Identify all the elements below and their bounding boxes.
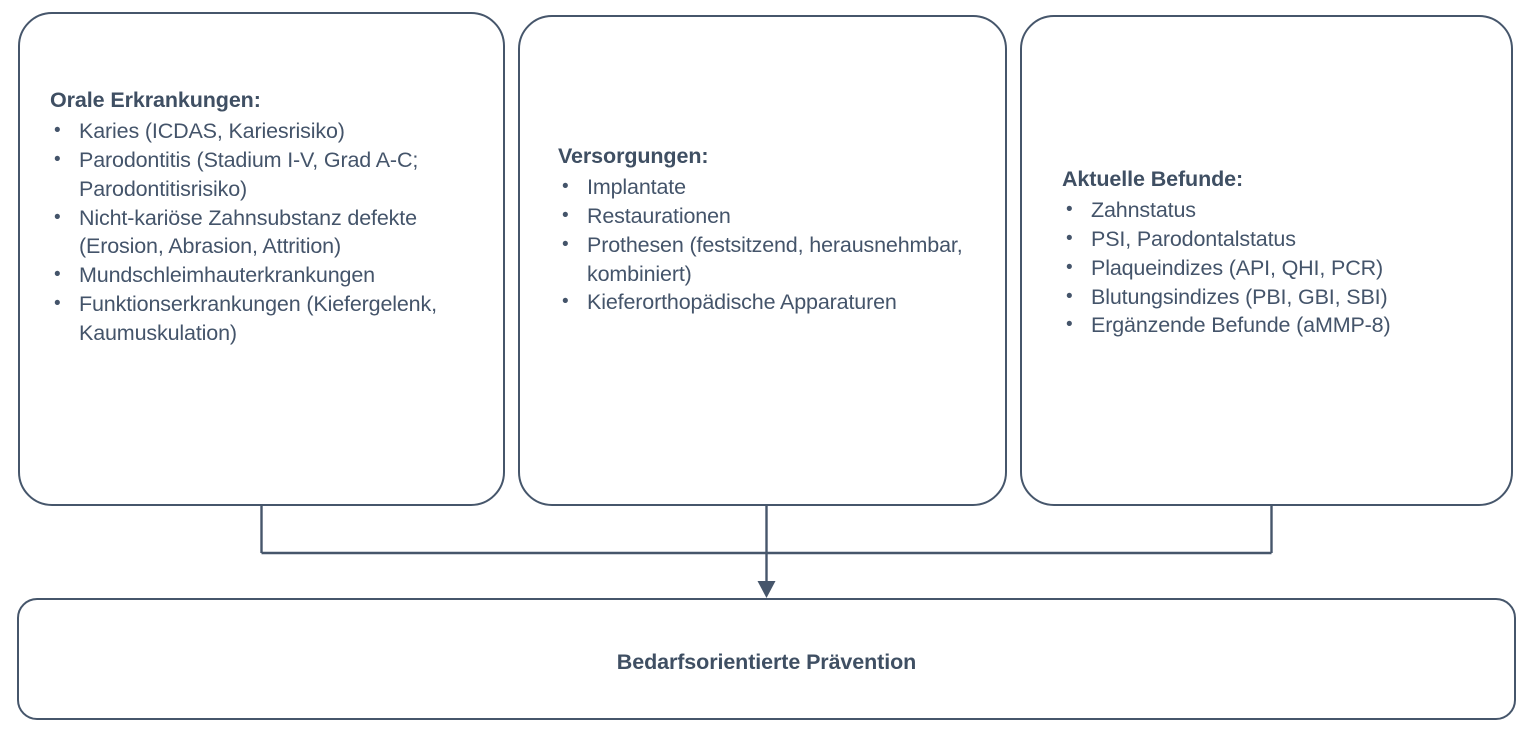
- bullet-icon: •: [54, 119, 61, 141]
- bullet-icon: •: [1066, 285, 1073, 307]
- list-item: • Ergänzende Befunde (aMMP-8): [1062, 311, 1497, 340]
- bullet-list-restorations: • Implantate • Restaurationen • Prothese…: [558, 173, 991, 318]
- list-item-label: Nicht-kariöse Zahnsubstanz defekte (Eros…: [79, 205, 417, 259]
- list-item: • Mundschleimhauterkrankungen: [50, 261, 491, 290]
- node-oral-diseases[interactable]: Orale Erkrankungen: • Karies (ICDAS, Kar…: [18, 12, 505, 506]
- list-item-label: PSI, Parodontalstatus: [1091, 226, 1296, 251]
- arrow-head-icon: [757, 581, 776, 598]
- list-item: • Plaqueindizes (API, QHI, PCR): [1062, 254, 1497, 283]
- list-item: • PSI, Parodontalstatus: [1062, 225, 1497, 254]
- list-item: • Funktionserkrankungen (Kiefergelenk, K…: [50, 290, 491, 348]
- bullet-list-current-findings: • Zahnstatus • PSI, Parodontalstatus • P…: [1062, 196, 1497, 341]
- list-item-label: Mundschleimhauterkrankungen: [79, 263, 375, 288]
- node-heading-oral-diseases: Orale Erkrankungen:: [50, 88, 261, 112]
- list-item-label: Ergänzende Befunde (aMMP-8): [1091, 313, 1391, 338]
- list-item: • Parodontitis (Stadium I-V, Grad A-C; P…: [50, 146, 491, 204]
- list-item-label: Parodontitis (Stadium I-V, Grad A-C; Par…: [79, 147, 419, 201]
- bullet-icon: •: [1066, 314, 1073, 336]
- node-heading-restorations: Versorgungen:: [558, 144, 709, 168]
- node-content: Versorgungen: • Implantate • Restauratio…: [520, 142, 1005, 317]
- bullet-icon: •: [54, 264, 61, 286]
- list-item-label: Funktionserkrankungen (Kiefergelenk, Kau…: [79, 292, 437, 346]
- bullet-icon: •: [1066, 227, 1073, 249]
- node-current-findings[interactable]: Aktuelle Befunde: • Zahnstatus • PSI, Pa…: [1020, 15, 1513, 506]
- list-item-label: Kieferorthopädische Apparaturen: [587, 290, 897, 315]
- list-item-label: Karies (ICDAS, Kariesrisiko): [79, 118, 345, 143]
- bullet-icon: •: [1066, 198, 1073, 220]
- list-item-label: Restaurationen: [587, 203, 731, 228]
- bullet-icon: •: [562, 233, 569, 255]
- list-item: • Kieferorthopädische Apparaturen: [558, 288, 991, 317]
- list-item-label: Prothesen (festsitzend, herausnehmbar, k…: [587, 232, 963, 286]
- list-item-label: Implantate: [587, 174, 686, 199]
- list-item-label: Blutungsindizes (PBI, GBI, SBI): [1091, 284, 1388, 309]
- node-heading-current-findings: Aktuelle Befunde:: [1062, 167, 1244, 191]
- prevention-outcome-label: Bedarfsorientierte Prävention: [616, 650, 917, 674]
- node-content: Orale Erkrankungen: • Karies (ICDAS, Kar…: [20, 86, 503, 348]
- list-item: • Nicht-kariöse Zahnsubstanz defekte (Er…: [50, 204, 491, 262]
- list-item: • Implantate: [558, 173, 991, 202]
- bullet-icon: •: [562, 175, 569, 197]
- bullet-icon: •: [54, 206, 61, 228]
- node-restorations[interactable]: Versorgungen: • Implantate • Restauratio…: [518, 15, 1007, 506]
- list-item: • Restaurationen: [558, 202, 991, 231]
- bullet-icon: •: [562, 291, 569, 313]
- list-item: • Blutungsindizes (PBI, GBI, SBI): [1062, 283, 1497, 312]
- bullet-icon: •: [54, 293, 61, 315]
- node-content: Aktuelle Befunde: • Zahnstatus • PSI, Pa…: [1022, 165, 1511, 340]
- bullet-icon: •: [54, 148, 61, 170]
- node-prevention-outcome[interactable]: Bedarfsorientierte Prävention: [17, 598, 1516, 720]
- list-item: • Zahnstatus: [1062, 196, 1497, 225]
- list-item-label: Plaqueindizes (API, QHI, PCR): [1091, 255, 1383, 280]
- list-item-label: Zahnstatus: [1091, 197, 1196, 222]
- bullet-list-oral-diseases: • Karies (ICDAS, Kariesrisiko) • Parodon…: [50, 117, 491, 348]
- list-item: • Prothesen (festsitzend, herausnehmbar,…: [558, 231, 991, 289]
- bullet-icon: •: [1066, 256, 1073, 278]
- list-item: • Karies (ICDAS, Kariesrisiko): [50, 117, 491, 146]
- bullet-icon: •: [562, 204, 569, 226]
